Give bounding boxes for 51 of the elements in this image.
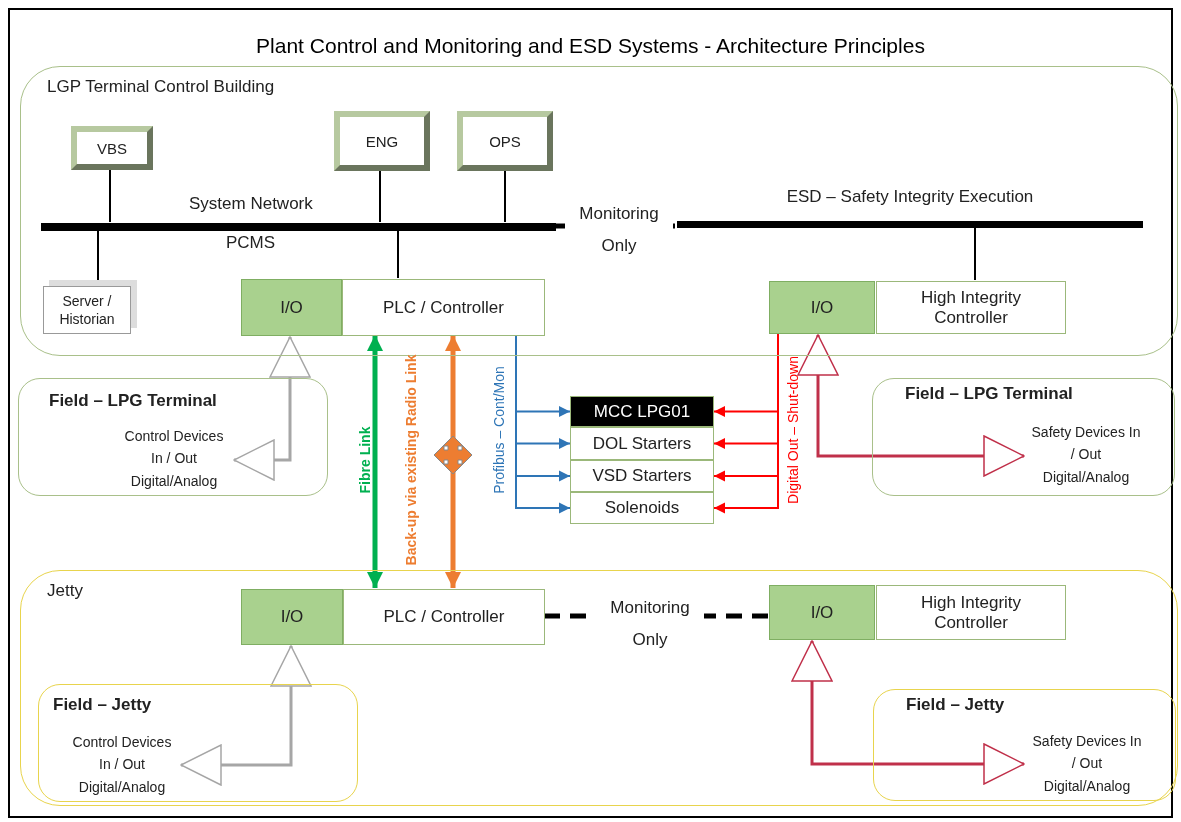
controller-box: High Integrity Controller bbox=[876, 585, 1066, 640]
field-area-box bbox=[38, 684, 358, 802]
double-block-arrow bbox=[791, 640, 1025, 785]
device-description: Control Devices In / Out Digital/Analog bbox=[123, 427, 225, 491]
area-panel bbox=[20, 66, 1178, 356]
workstation-box: ENG bbox=[334, 111, 430, 171]
double-arrow bbox=[445, 335, 461, 588]
connector-line bbox=[397, 229, 399, 279]
equipment-box: VSD Starters bbox=[570, 460, 714, 492]
double-arrow bbox=[367, 335, 383, 588]
double-block-arrow bbox=[233, 336, 311, 481]
controller-box: High Integrity Controller bbox=[876, 281, 1066, 334]
field-heading: Field – Jetty bbox=[53, 695, 152, 715]
connector-line bbox=[379, 169, 381, 223]
equipment-box: DOL Starters bbox=[570, 427, 714, 460]
io-module-box: I/O bbox=[769, 585, 875, 640]
connector-line bbox=[974, 226, 976, 281]
controller-box: PLC / Controller bbox=[342, 279, 545, 336]
edge-label: Fibre Link bbox=[357, 426, 373, 494]
field-area-box bbox=[872, 378, 1175, 496]
io-module-box: I/O bbox=[241, 589, 343, 645]
device-description: Safety Devices In / Out Digital/Analog bbox=[1032, 732, 1142, 796]
field-heading: Field – LPG Terminal bbox=[905, 384, 1073, 404]
edge-label: Back-up via existing Radio Link bbox=[403, 354, 419, 566]
double-block-arrow bbox=[797, 334, 1025, 477]
equipment-box: Solenoids bbox=[570, 492, 714, 524]
area-title: Jetty bbox=[47, 581, 83, 601]
workstation-box: VBS bbox=[71, 126, 153, 170]
field-area-box bbox=[18, 378, 328, 496]
network-label: System Network bbox=[189, 194, 313, 214]
io-module-box: I/O bbox=[241, 279, 342, 336]
field-heading: Field – LPG Terminal bbox=[49, 391, 217, 411]
edge-label: Profibus – Cont/Mon bbox=[491, 366, 507, 494]
connector-line bbox=[109, 168, 111, 223]
area-title: LGP Terminal Control Building bbox=[47, 77, 275, 97]
field-heading: Field – Jetty bbox=[906, 695, 1005, 715]
area-panel bbox=[20, 570, 1178, 806]
controller-box: PLC / Controller bbox=[343, 589, 545, 645]
connector-line bbox=[504, 169, 506, 223]
workstation-box: OPS bbox=[457, 111, 553, 171]
edge-label: Digital Out – Shut-down bbox=[785, 356, 801, 504]
network-label: ESD – Safety Integrity Execution bbox=[785, 187, 1035, 207]
dashed-line bbox=[544, 613, 768, 619]
io-module-box: I/O bbox=[769, 281, 875, 334]
double-block-arrow bbox=[180, 645, 312, 786]
field-area-box bbox=[873, 689, 1176, 801]
network-label: PCMS bbox=[226, 233, 276, 253]
device-description: Control Devices In / Out Digital/Analog bbox=[71, 733, 173, 797]
diagram-title: Plant Control and Monitoring and ESD Systems - Architecture Principles bbox=[255, 34, 926, 58]
device-description: Safety Devices In / Out Digital/Analog bbox=[1031, 423, 1141, 487]
equipment-box: MCC LPG01 bbox=[570, 396, 714, 427]
